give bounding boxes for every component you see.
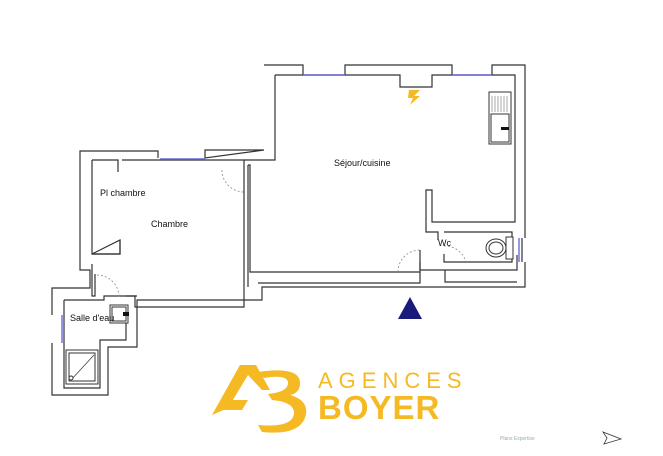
brand-logo-mark [212,365,307,433]
room-label-chambre: Chambre [151,219,189,229]
credit-text: Plans Expertise [500,436,535,442]
room-label-pl-chambre: Pl chambre [100,188,146,198]
room-label-wc: Wc [438,238,451,248]
brand-name-line2: BOYER [318,389,441,426]
north-arrow-icon [601,431,623,445]
toilet [485,236,514,260]
washbasin [109,304,129,324]
walls [51,64,526,396]
room-label-sejour: Séjour/cuisine [334,158,391,168]
brand-name-line1: AGENCES [318,368,468,393]
electric-panel-icon [408,90,420,105]
kitchen-sink [488,91,512,145]
windows [61,74,520,343]
shower [65,349,99,385]
entrance-icon [398,297,422,319]
doors [96,169,467,298]
room-label-salle-deau: Salle d'eau [70,313,115,323]
